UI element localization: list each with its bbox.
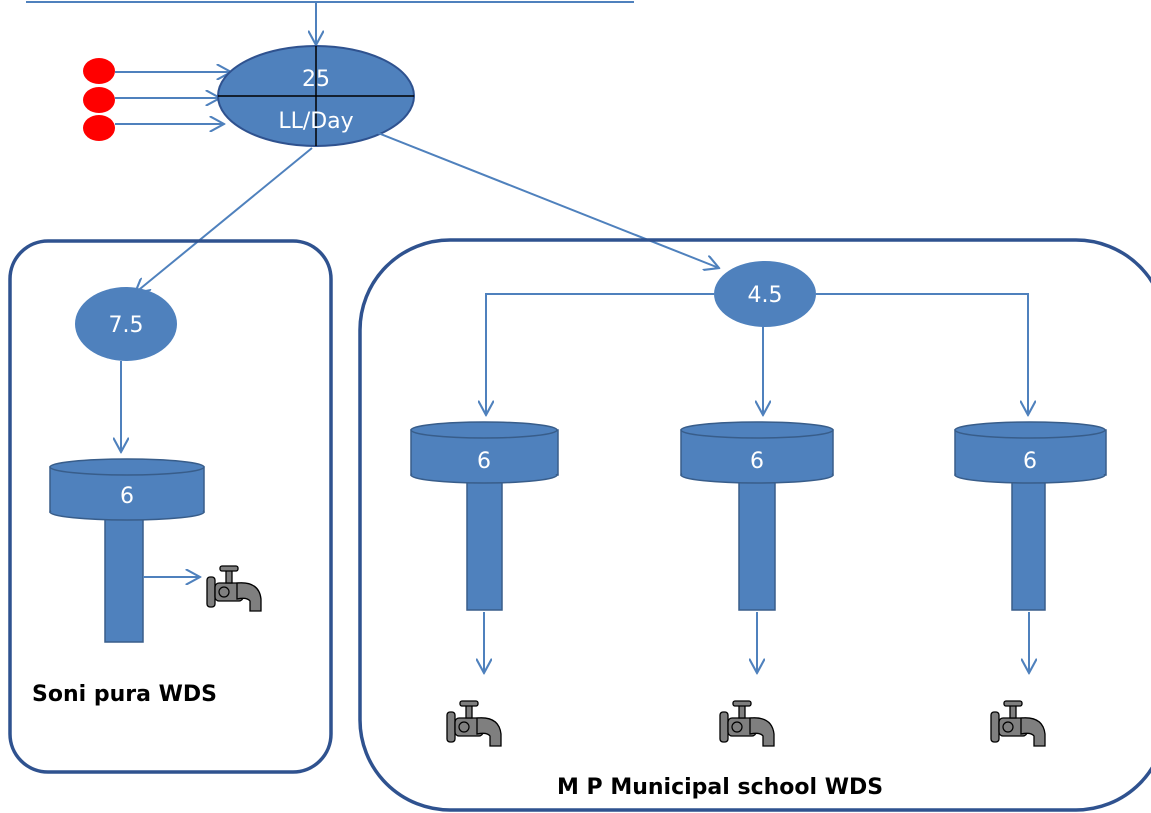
branch-arrow-soni-pura	[135, 147, 313, 293]
mp-school-wds-group: 4.5 6 6 6	[358, 238, 1151, 812]
mp-school-left-branch	[486, 293, 714, 415]
soni-pura-tank-value: 6	[120, 484, 134, 509]
mp-school-wds-label: M P Municipal school WDS	[557, 775, 883, 800]
mp-school-node-value: 4.5	[748, 283, 783, 308]
input-sources	[83, 58, 231, 141]
mp-school-tank-2-value: 6	[750, 449, 764, 474]
mp-school-tank-3-value: 6	[1023, 449, 1037, 474]
input-source-2	[83, 87, 115, 113]
mp-school-tank-1: 6	[410, 421, 559, 611]
mp-school-tank-1-value: 6	[477, 449, 491, 474]
mp-school-tap-3-icon	[990, 700, 1046, 747]
mp-school-right-branch	[816, 293, 1028, 415]
source-node: 25 LL/Day	[217, 45, 415, 147]
input-source-1	[83, 58, 115, 84]
input-source-3	[83, 115, 115, 141]
soni-pura-wds-label: Soni pura WDS	[32, 682, 217, 707]
branch-arrow-mp-school	[377, 132, 719, 268]
source-node-top-label: 25	[302, 67, 330, 92]
soni-pura-node-value: 7.5	[109, 313, 144, 338]
mp-school-tap-2-icon	[719, 700, 775, 747]
mp-school-node	[714, 261, 816, 327]
source-node-bottom-label: LL/Day	[278, 109, 353, 134]
soni-pura-wds-group: 7.5 6 Soni pura WDS	[8, 239, 333, 774]
mp-school-wds-boundary	[358, 238, 1151, 812]
mp-school-tank-2: 6	[680, 421, 834, 611]
mp-school-tank-3: 6	[954, 421, 1107, 611]
soni-pura-node	[75, 287, 177, 361]
soni-pura-wds-boundary	[8, 239, 333, 774]
soni-pura-tank: 6	[49, 458, 205, 643]
mp-school-tap-1-icon	[446, 700, 502, 747]
soni-pura-tap-icon	[206, 565, 262, 612]
